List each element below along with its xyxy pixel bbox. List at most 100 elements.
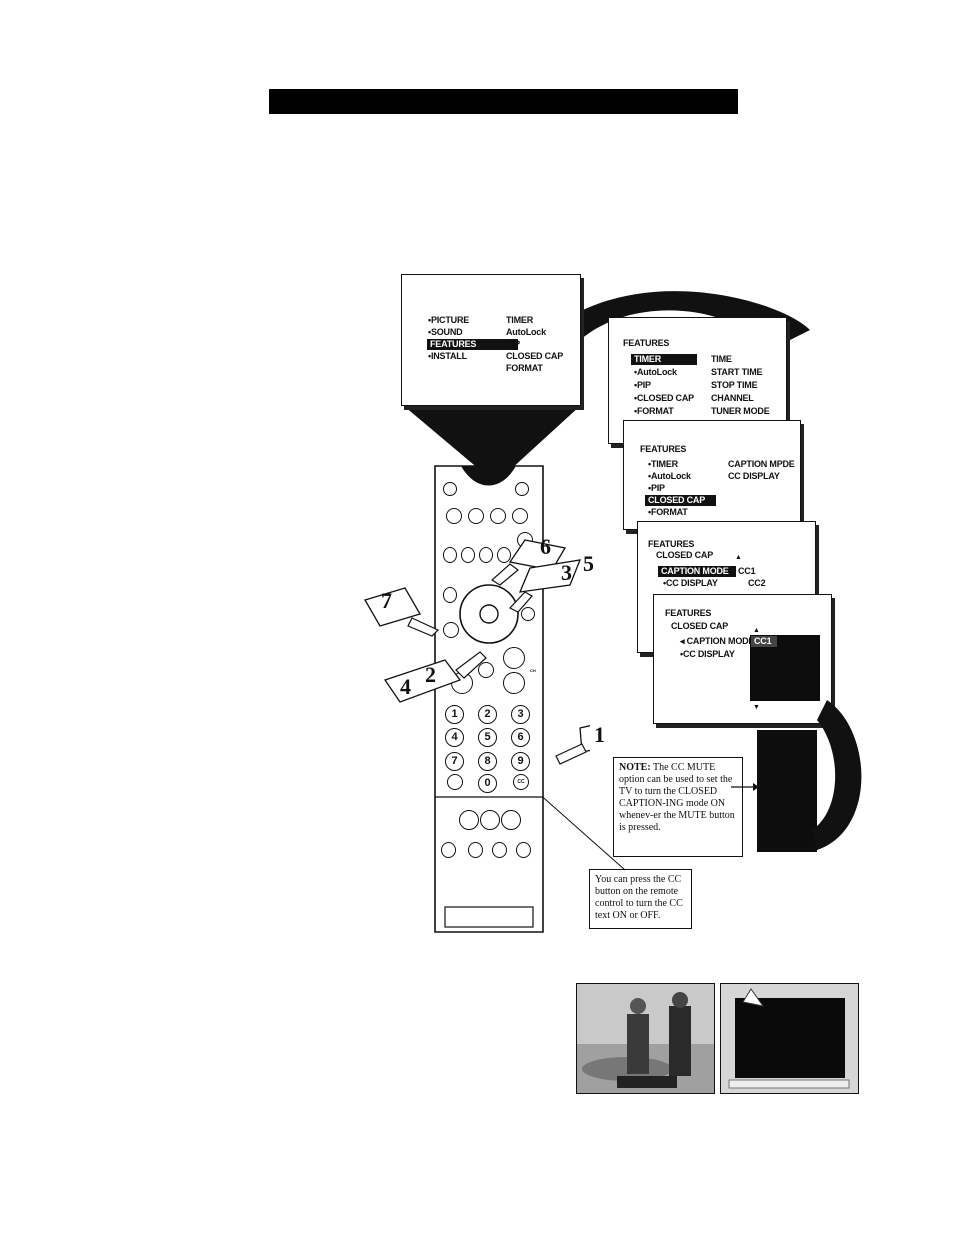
number-button-7[interactable]: 7 (445, 752, 464, 771)
vcr-record-button[interactable] (441, 842, 456, 858)
step-number-5: 5 (583, 551, 594, 576)
cc-button[interactable]: CC (513, 774, 529, 790)
number-button-1[interactable]: 1 (445, 705, 464, 724)
closed-cap-subtitle: CLOSED CAP (656, 550, 714, 560)
note-arrow-icon (731, 783, 759, 791)
surf-button[interactable] (468, 508, 484, 524)
timer-item-time: TIME (711, 354, 732, 364)
features-item-timer: TIMER (631, 354, 697, 365)
features-item-format: FORMAT (634, 406, 674, 417)
menu-item-features: FEATURES (427, 339, 518, 350)
number-button-2[interactable]: 2 (478, 705, 497, 724)
menu-item-pip: PIP (506, 339, 520, 349)
number-button-0[interactable]: 0 (478, 774, 497, 793)
cc-item-cc-display: CC DISPLAY (728, 471, 780, 481)
features-cc-item-timer: TIMER (648, 459, 678, 470)
pip-ch-button[interactable] (479, 547, 493, 563)
caption-option-selected: CC1 (751, 636, 777, 647)
step-number-4: 4 (400, 674, 411, 699)
mute-button[interactable] (478, 662, 494, 678)
section-title-bar (269, 89, 738, 114)
features-cc-title: FEATURES (640, 444, 687, 454)
note-label: NOTE: (619, 762, 651, 773)
cc-item-caption-mode: CAPTION MPDE (728, 459, 795, 469)
menu-item-closed-cap: CLOSED CAP (506, 351, 564, 361)
cc-option-cc2: CC2 (748, 578, 766, 588)
closed-cap-item-cc-display: CC DISPLAY (663, 578, 718, 589)
settings-wheel-button[interactable] (480, 810, 500, 830)
up-arrow-icon: ▲ (735, 554, 742, 561)
features-item-closed-cap: CLOSED CAP (634, 393, 694, 404)
number-button-5[interactable]: 5 (478, 728, 497, 747)
timer-item-channel: CHANNEL (711, 393, 754, 403)
step-number-3: 3 (561, 560, 572, 585)
pip-button[interactable] (490, 508, 506, 524)
features-item-autolock: AutoLock (634, 367, 677, 378)
power-button-left[interactable] (443, 482, 457, 496)
people-photo-image (577, 984, 714, 1093)
dvd-button[interactable] (459, 810, 479, 830)
note-text: The CC MUTE option can be used to set th… (619, 762, 735, 833)
list-up-arrow-icon: ▲ (753, 627, 760, 634)
cc-tip-box: You can press the CC button on the remot… (589, 869, 692, 929)
cc-pointer-line (527, 783, 626, 871)
closed-cap-item-caption-mode: CAPTION MODE (658, 566, 736, 577)
step-number-7: 7 (381, 588, 392, 613)
menu-item-timer: TIMER (506, 315, 533, 325)
menu-item-autolock: AutoLock (506, 327, 546, 337)
personal-button[interactable] (516, 842, 531, 858)
features-closedcap-menu-screen: FEATURES TIMER AutoLock PIP CLOSED CAP F… (623, 420, 801, 530)
ch-button[interactable] (461, 547, 475, 563)
timer-item-start-time: START TIME (711, 367, 763, 377)
main-menu-screen: PICTURE SOUND FEATURES INSTALL TIMER Aut… (401, 274, 581, 406)
sound-button[interactable] (443, 587, 457, 603)
channel-down-button[interactable] (503, 672, 525, 694)
number-button-3[interactable]: 3 (511, 705, 530, 724)
caption-mode-item-caption-mode: ◂ CAPTION MODE (680, 636, 755, 646)
aux-button[interactable] (447, 774, 463, 790)
swoosh-graphic (812, 700, 862, 850)
pixel-button[interactable] (443, 547, 457, 563)
note-box: NOTE: The CC MUTE option can be used to … (613, 757, 743, 857)
number-button-8[interactable]: 8 (478, 752, 497, 771)
features-cc-item-autolock: AutoLock (648, 471, 691, 482)
home-movies-button[interactable] (492, 842, 507, 858)
caption-mode-subtitle: CLOSED CAP (671, 621, 729, 631)
swap-button[interactable] (497, 547, 511, 563)
caption-mode-title: FEATURES (665, 608, 712, 618)
tv-screen-photo-caption-menu (720, 983, 859, 1094)
status-exit-button[interactable] (443, 622, 459, 638)
number-button-9[interactable]: 9 (511, 752, 530, 771)
pip-onoff-button[interactable] (501, 810, 521, 830)
step-callouts (364, 539, 590, 765)
features-cc-item-closed-cap: CLOSED CAP (645, 495, 716, 506)
menu-item-install: INSTALL (428, 351, 467, 362)
caption-text-screen-image (721, 984, 858, 1093)
list-down-arrow-icon: ▼ (753, 704, 760, 711)
sleep-button[interactable] (446, 508, 462, 524)
features-title: FEATURES (623, 338, 670, 348)
features-cc-item-format: FORMAT (648, 507, 688, 518)
cc-option-cc1: CC1 (738, 566, 756, 576)
timer-item-tuner-mode: TUNER MODE (711, 406, 770, 416)
ambience-button[interactable] (521, 607, 535, 621)
format-button[interactable] (512, 508, 528, 524)
power-button[interactable] (515, 482, 529, 496)
step-number-2: 2 (425, 662, 436, 687)
timer-item-stop-time: STOP TIME (711, 380, 758, 390)
home-video-button[interactable] (468, 842, 483, 858)
menu-item-picture: PICTURE (428, 315, 469, 326)
number-button-4[interactable]: 4 (445, 728, 464, 747)
features-item-pip: PIP (634, 380, 651, 391)
channel-up-button[interactable] (503, 647, 525, 669)
menu-item-format: FORMAT (506, 363, 543, 373)
features-cc-item-pip: PIP (648, 483, 665, 494)
tv-screen-photo-caption-off (576, 983, 715, 1094)
caption-options-full-list (757, 730, 817, 852)
caption-mode-menu-screen: FEATURES CLOSED CAP ◂ CAPTION MODE CC DI… (653, 594, 832, 724)
number-button-6[interactable]: 6 (511, 728, 530, 747)
step-number-6: 6 (540, 534, 551, 559)
step-number-1: 1 (594, 722, 605, 747)
remote-control: CH 1 2 3 4 5 6 7 8 9 0 CC (431, 462, 547, 936)
ch-label: CH (530, 668, 536, 673)
